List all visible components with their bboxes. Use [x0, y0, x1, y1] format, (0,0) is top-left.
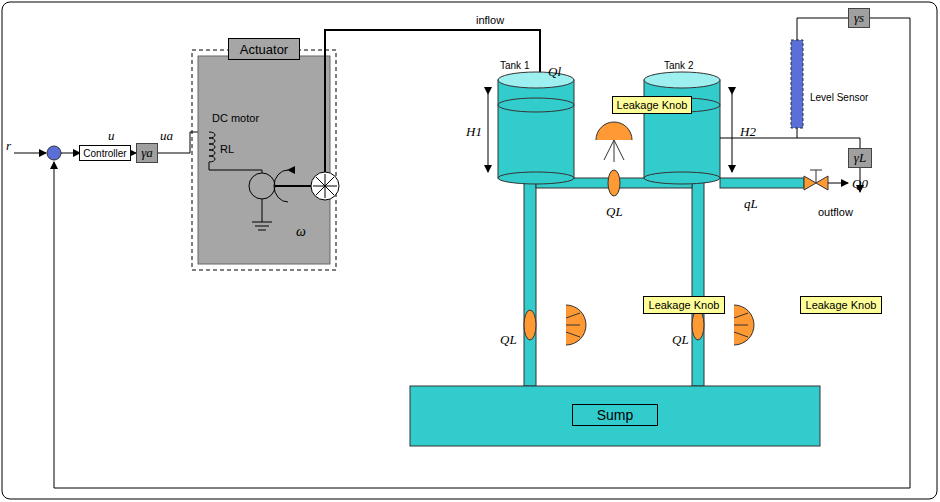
flow-name: QL — [672, 332, 689, 348]
flow-name: Ql — [548, 64, 561, 80]
node-text: Actuator — [240, 42, 288, 57]
node-text: γs — [854, 10, 864, 26]
flow-name: QL — [606, 204, 623, 220]
leakage-knob-label: Leakage Knob — [800, 296, 882, 314]
controller-box: Controller — [79, 145, 131, 161]
node-text: Sump — [597, 407, 634, 423]
tank-name: Tank 2 — [664, 60, 693, 71]
node-text: γL — [854, 150, 866, 166]
dimension: H2 — [740, 124, 756, 140]
signal-name: u — [108, 128, 115, 144]
signal-name: ω — [296, 224, 306, 240]
flow-name: Q0 — [852, 176, 868, 192]
part-name: RL — [220, 143, 234, 155]
node-text: γa — [141, 145, 153, 161]
dimension: H1 — [466, 124, 482, 140]
gain-box: γa — [136, 143, 158, 163]
pipe-label: inflow — [476, 14, 504, 26]
sump-label: Sump — [572, 404, 658, 426]
signal-name: r — [6, 138, 11, 154]
gain-box: γL — [848, 148, 872, 168]
signal-name: ua — [160, 128, 173, 144]
pipe-label: outflow — [818, 206, 853, 218]
part-name: DC motor — [212, 112, 259, 124]
flow-name: QL — [500, 332, 517, 348]
node-text: Controller — [83, 148, 126, 159]
gain-box: γs — [848, 8, 870, 28]
node-text: Leakage Knob — [617, 99, 688, 111]
tank-name: Tank 1 — [500, 60, 529, 71]
actuator-title: Actuator — [228, 38, 300, 60]
part-name: Level Sensor — [810, 92, 868, 103]
node-text: Leakage Knob — [649, 299, 720, 311]
node-text: Leakage Knob — [806, 299, 877, 311]
leakage-knob-label: Leakage Knob — [612, 96, 692, 114]
flow-name: qL — [744, 196, 758, 212]
leakage-knob-label: Leakage Knob — [643, 296, 725, 314]
